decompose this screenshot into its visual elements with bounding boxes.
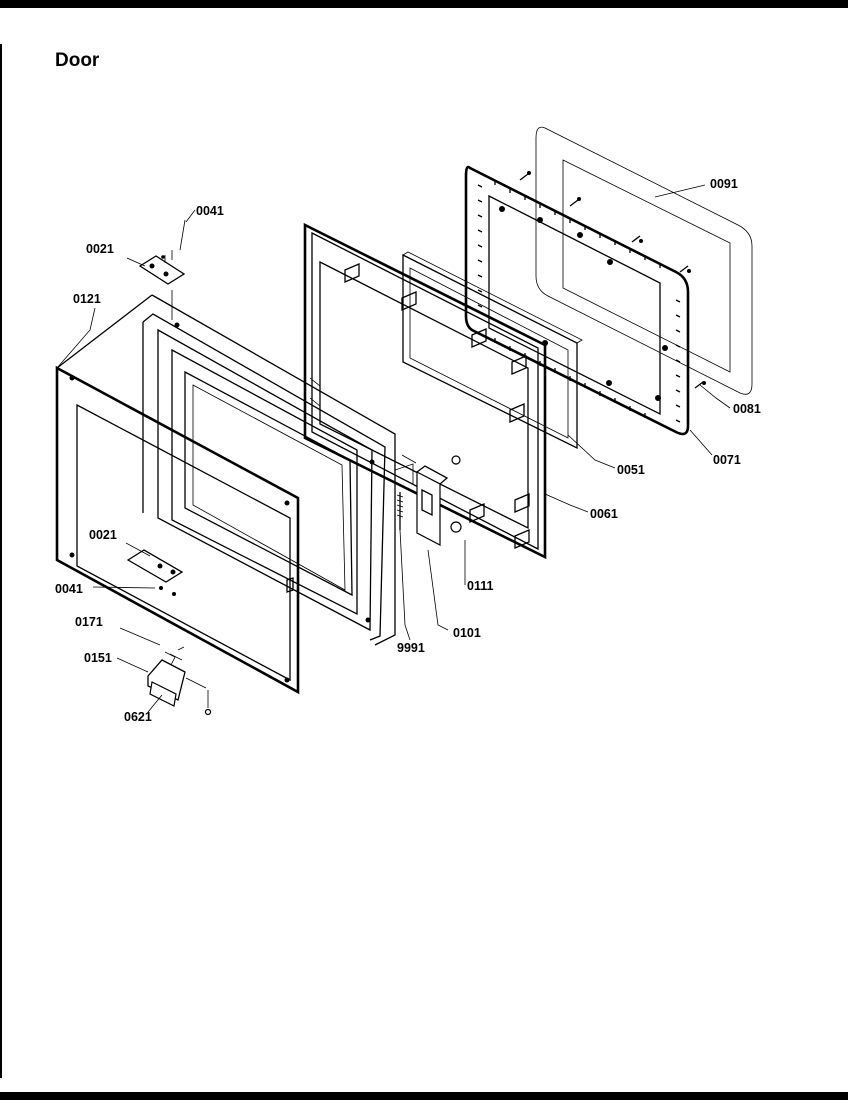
callout-0021-bottom: 0021 — [89, 528, 117, 542]
hinge-0021-bottom — [126, 549, 184, 596]
callout-0091: 0091 — [710, 177, 738, 191]
callout-0081: 0081 — [733, 402, 761, 416]
front-panel — [55, 365, 300, 695]
door-screen-0051 — [402, 251, 583, 450]
hinge-0021-top — [138, 250, 186, 285]
spring-9991 — [396, 492, 404, 530]
door-frame-0121 — [56, 294, 396, 646]
door-hook-0151 — [147, 651, 186, 707]
screws-0041-top — [161, 219, 186, 320]
screws-0111 — [450, 455, 462, 533]
glass-panel-0091 — [535, 126, 753, 395]
callout-0041-bottom: 0041 — [55, 582, 83, 596]
callout-0621: 0621 — [124, 710, 152, 724]
latch-assembly-0101 — [394, 454, 449, 546]
callout-0111: 0111 — [467, 579, 493, 593]
callout-0061: 0061 — [590, 507, 618, 521]
left-border — [0, 44, 2, 1078]
screw-0041-bottom — [159, 586, 163, 590]
callout-0071: 0071 — [713, 453, 741, 467]
screws-0081 — [519, 171, 706, 389]
page-title: Door — [55, 50, 100, 71]
top-border — [0, 0, 848, 8]
callout-0021-top: 0021 — [86, 242, 114, 256]
screw-0171 — [119, 627, 185, 651]
callout-0121: 0121 — [73, 292, 101, 306]
gasket-teeth — [477, 180, 681, 423]
callout-0171: 0171 — [75, 615, 103, 629]
callout-0101: 0101 — [453, 626, 481, 640]
bottom-border — [0, 1092, 848, 1100]
callout-0151: 0151 — [84, 651, 112, 665]
screw-0621 — [185, 677, 212, 716]
callout-0041-top: 0041 — [196, 204, 224, 218]
leader-lines — [56, 184, 731, 713]
choke-gasket-0071 — [464, 165, 690, 436]
callout-9991: 9991 — [397, 641, 425, 655]
inner-door-frame-0061 — [303, 222, 547, 560]
callout-0051: 0051 — [617, 463, 645, 477]
